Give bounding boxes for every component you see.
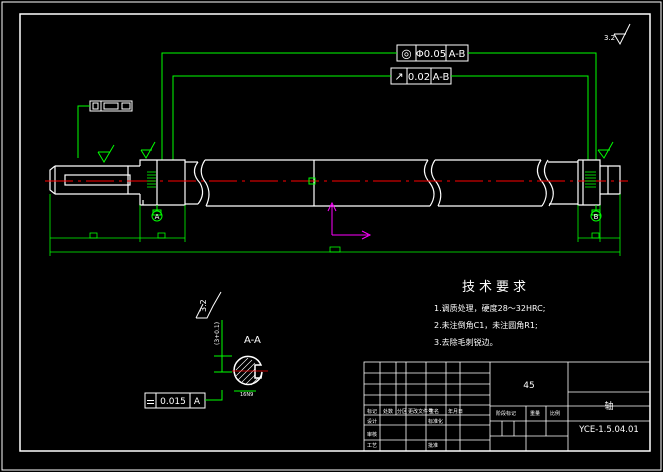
svg-text:批准: 批准 [428, 442, 438, 449]
section-label: A-A [244, 335, 261, 346]
shaft-outline [49, 159, 621, 207]
parallelism-value: 0.015 [160, 397, 186, 407]
svg-text:工艺: 工艺 [367, 443, 377, 449]
svg-text:处数: 处数 [383, 408, 393, 415]
datum-b-label: B [594, 213, 599, 221]
gdt-leaders [161, 52, 597, 160]
svg-text:分区: 分区 [397, 408, 407, 415]
title-block-grid-labels: 标记 处数 分区 更改文件号 签名 年月日 设计 标准化 审核 工艺 批准 阶段… [367, 408, 560, 449]
section-roughness: 3.2 [195, 291, 222, 319]
tech-req-item-3: 3.去除毛刺锐边。 [434, 337, 498, 347]
roughness-marks [97, 141, 614, 163]
tech-req-item-1: 1.调质处理，硬度28～32HRC; [434, 303, 545, 313]
drawing-number: YCE-1.5.04.01 [578, 425, 639, 435]
svg-text:设计: 设计 [367, 418, 377, 425]
coaxiality-value: Φ0.05 [416, 49, 446, 60]
runout-symbol: ↗ [394, 70, 403, 83]
datum-a-label: A [155, 213, 160, 221]
svg-text:年月日: 年月日 [448, 408, 463, 415]
tech-req-title: 技术要求 [462, 280, 530, 295]
dimension-lines [49, 194, 621, 256]
part-name: 轴 [604, 400, 613, 412]
svg-text:(3+0.1): (3+0.1) [214, 322, 221, 345]
datum-b-marker: B [590, 205, 602, 222]
section-profile: 16N9 [232, 355, 268, 398]
coaxiality-frame: ◎ Φ0.05 A-B [396, 44, 469, 62]
parallelism-frame: 0.015 A [144, 390, 223, 409]
thread-hatch-right [585, 171, 596, 188]
datum-a-marker: A [151, 205, 163, 222]
svg-text:签名: 签名 [429, 408, 439, 415]
svg-text:阶段标记: 阶段标记 [496, 410, 516, 417]
tech-req-item-2: 2.未注倒角C1，未注圆角R1; [434, 320, 538, 330]
runout-frame: ↗ 0.02 A-B [390, 67, 452, 85]
svg-text:标准化: 标准化 [428, 418, 443, 425]
general-roughness-mark: 3.2 [604, 23, 631, 46]
parallelism-datum: A [194, 397, 201, 407]
center-mark [308, 177, 316, 185]
svg-text:标记: 标记 [367, 408, 377, 415]
title-block [363, 361, 651, 452]
left-tolerance-frame [77, 100, 133, 158]
svg-text:审核: 审核 [367, 431, 377, 438]
svg-text:更改文件号: 更改文件号 [408, 408, 433, 415]
svg-text:3.2: 3.2 [604, 34, 615, 42]
section-dim-vertical: (3+0.1) [214, 320, 232, 373]
coaxiality-datum: A-B [449, 49, 466, 60]
runout-value: 0.02 [408, 72, 430, 83]
ucs-icon [327, 201, 372, 240]
svg-text:16N9: 16N9 [240, 392, 253, 398]
thread-hatch-left [147, 171, 156, 188]
material-value: 45 [523, 381, 534, 391]
svg-text:重量: 重量 [530, 410, 540, 417]
section-roughness-value: 3.2 [199, 299, 208, 312]
svg-text:比例: 比例 [550, 410, 560, 417]
inner-border [19, 13, 651, 452]
coaxiality-symbol: ◎ [401, 47, 411, 61]
runout-datum: A-B [433, 72, 450, 83]
